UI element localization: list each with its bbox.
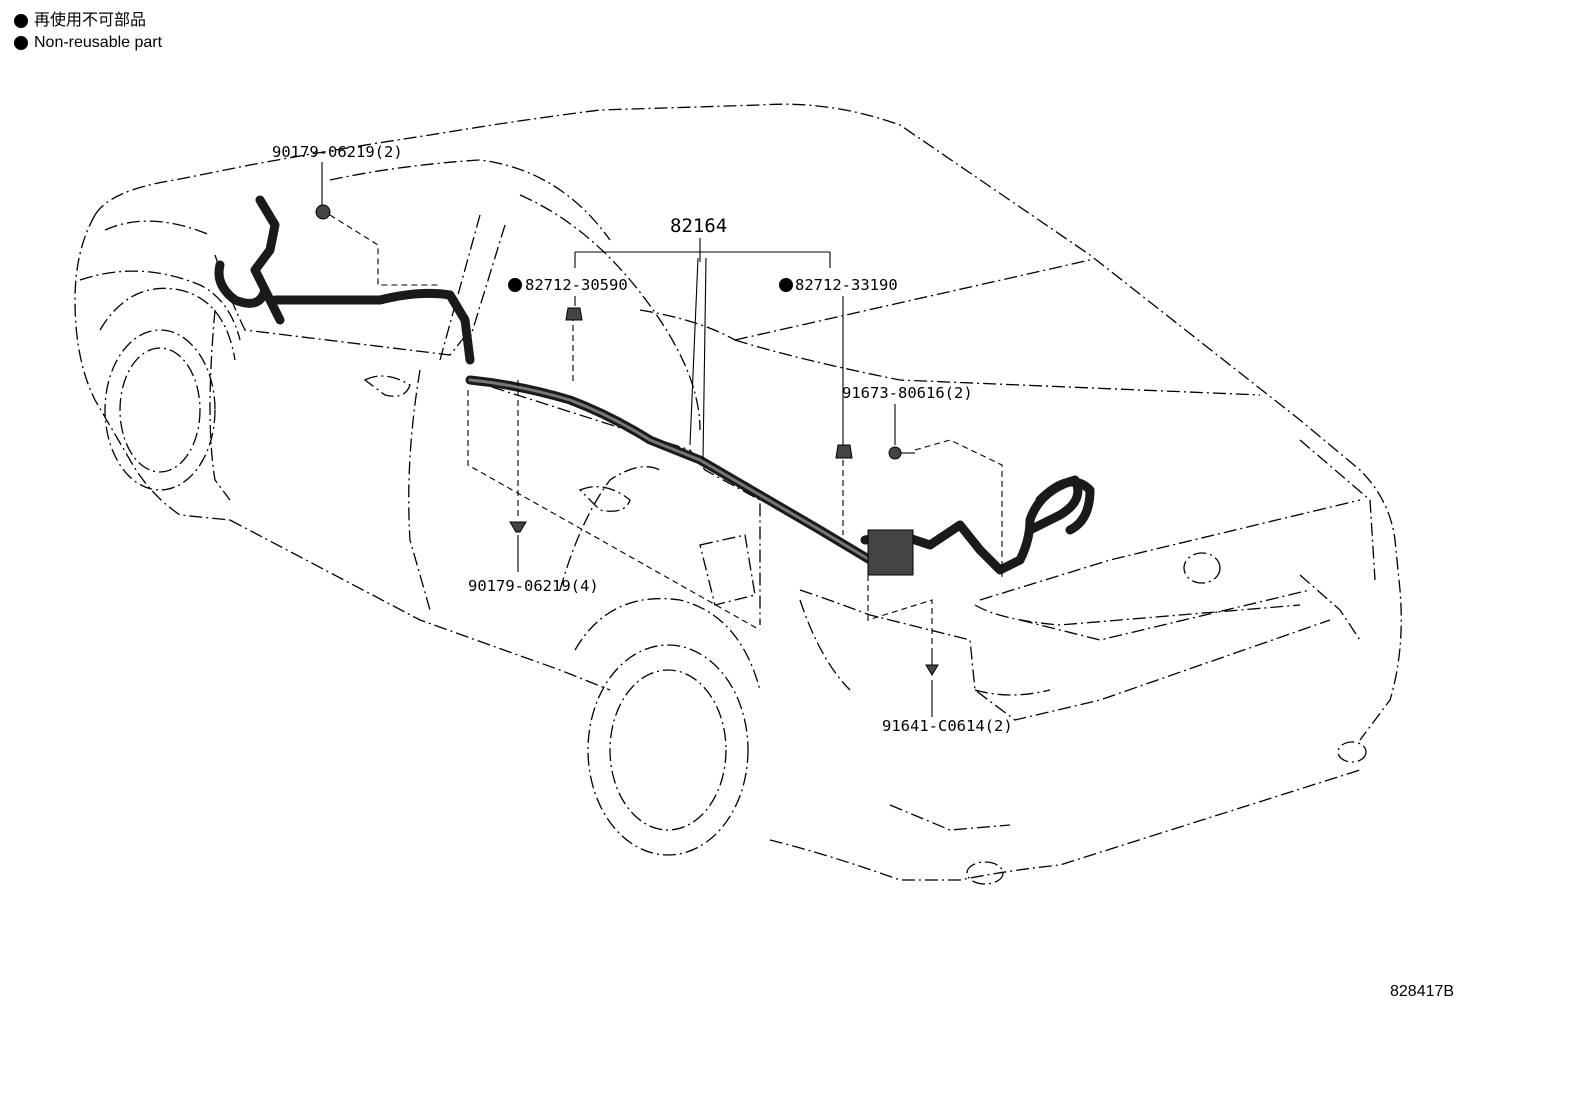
label-91673-80616: 91673-80616(2) (842, 384, 973, 402)
non-reusable-dot-icon (14, 14, 28, 28)
fasteners (315, 204, 939, 676)
legend: 再使用不可部品 Non-reusable part (14, 10, 162, 54)
label-82712-30590: 82712-30590 (525, 276, 628, 294)
legend-row-japanese: 再使用不可部品 (14, 10, 162, 32)
clip-icon (835, 444, 853, 459)
legend-row-english: Non-reusable part (14, 32, 162, 54)
screw-icon (925, 664, 939, 676)
bolt-icon (888, 446, 902, 460)
clip-icon (565, 307, 583, 321)
callout-lines (321, 162, 933, 717)
label-90179-06219-4: 90179-06219(4) (468, 577, 599, 595)
clip-icon (509, 521, 527, 533)
non-reusable-dot-icon (508, 278, 522, 292)
non-reusable-dot-icon (14, 36, 28, 50)
clip-icon (315, 204, 331, 220)
label-91641-c0614: 91641-C0614(2) (882, 717, 1013, 735)
label-82164: 82164 (670, 215, 727, 237)
non-reusable-dot-icon (779, 278, 793, 292)
legend-english-text: Non-reusable part (34, 34, 163, 51)
legend-japanese-text: 再使用不可部品 (34, 12, 147, 29)
wire-harness (214, 195, 1095, 576)
diagram-code: 828417B (1390, 983, 1455, 1000)
label-90179-06219-2: 90179-06219(2) (272, 143, 403, 161)
car-outline (74, 103, 1402, 885)
label-82712-33190: 82712-33190 (795, 276, 898, 294)
leader-lines (329, 214, 1003, 650)
connector-bracket-icon (867, 529, 914, 576)
